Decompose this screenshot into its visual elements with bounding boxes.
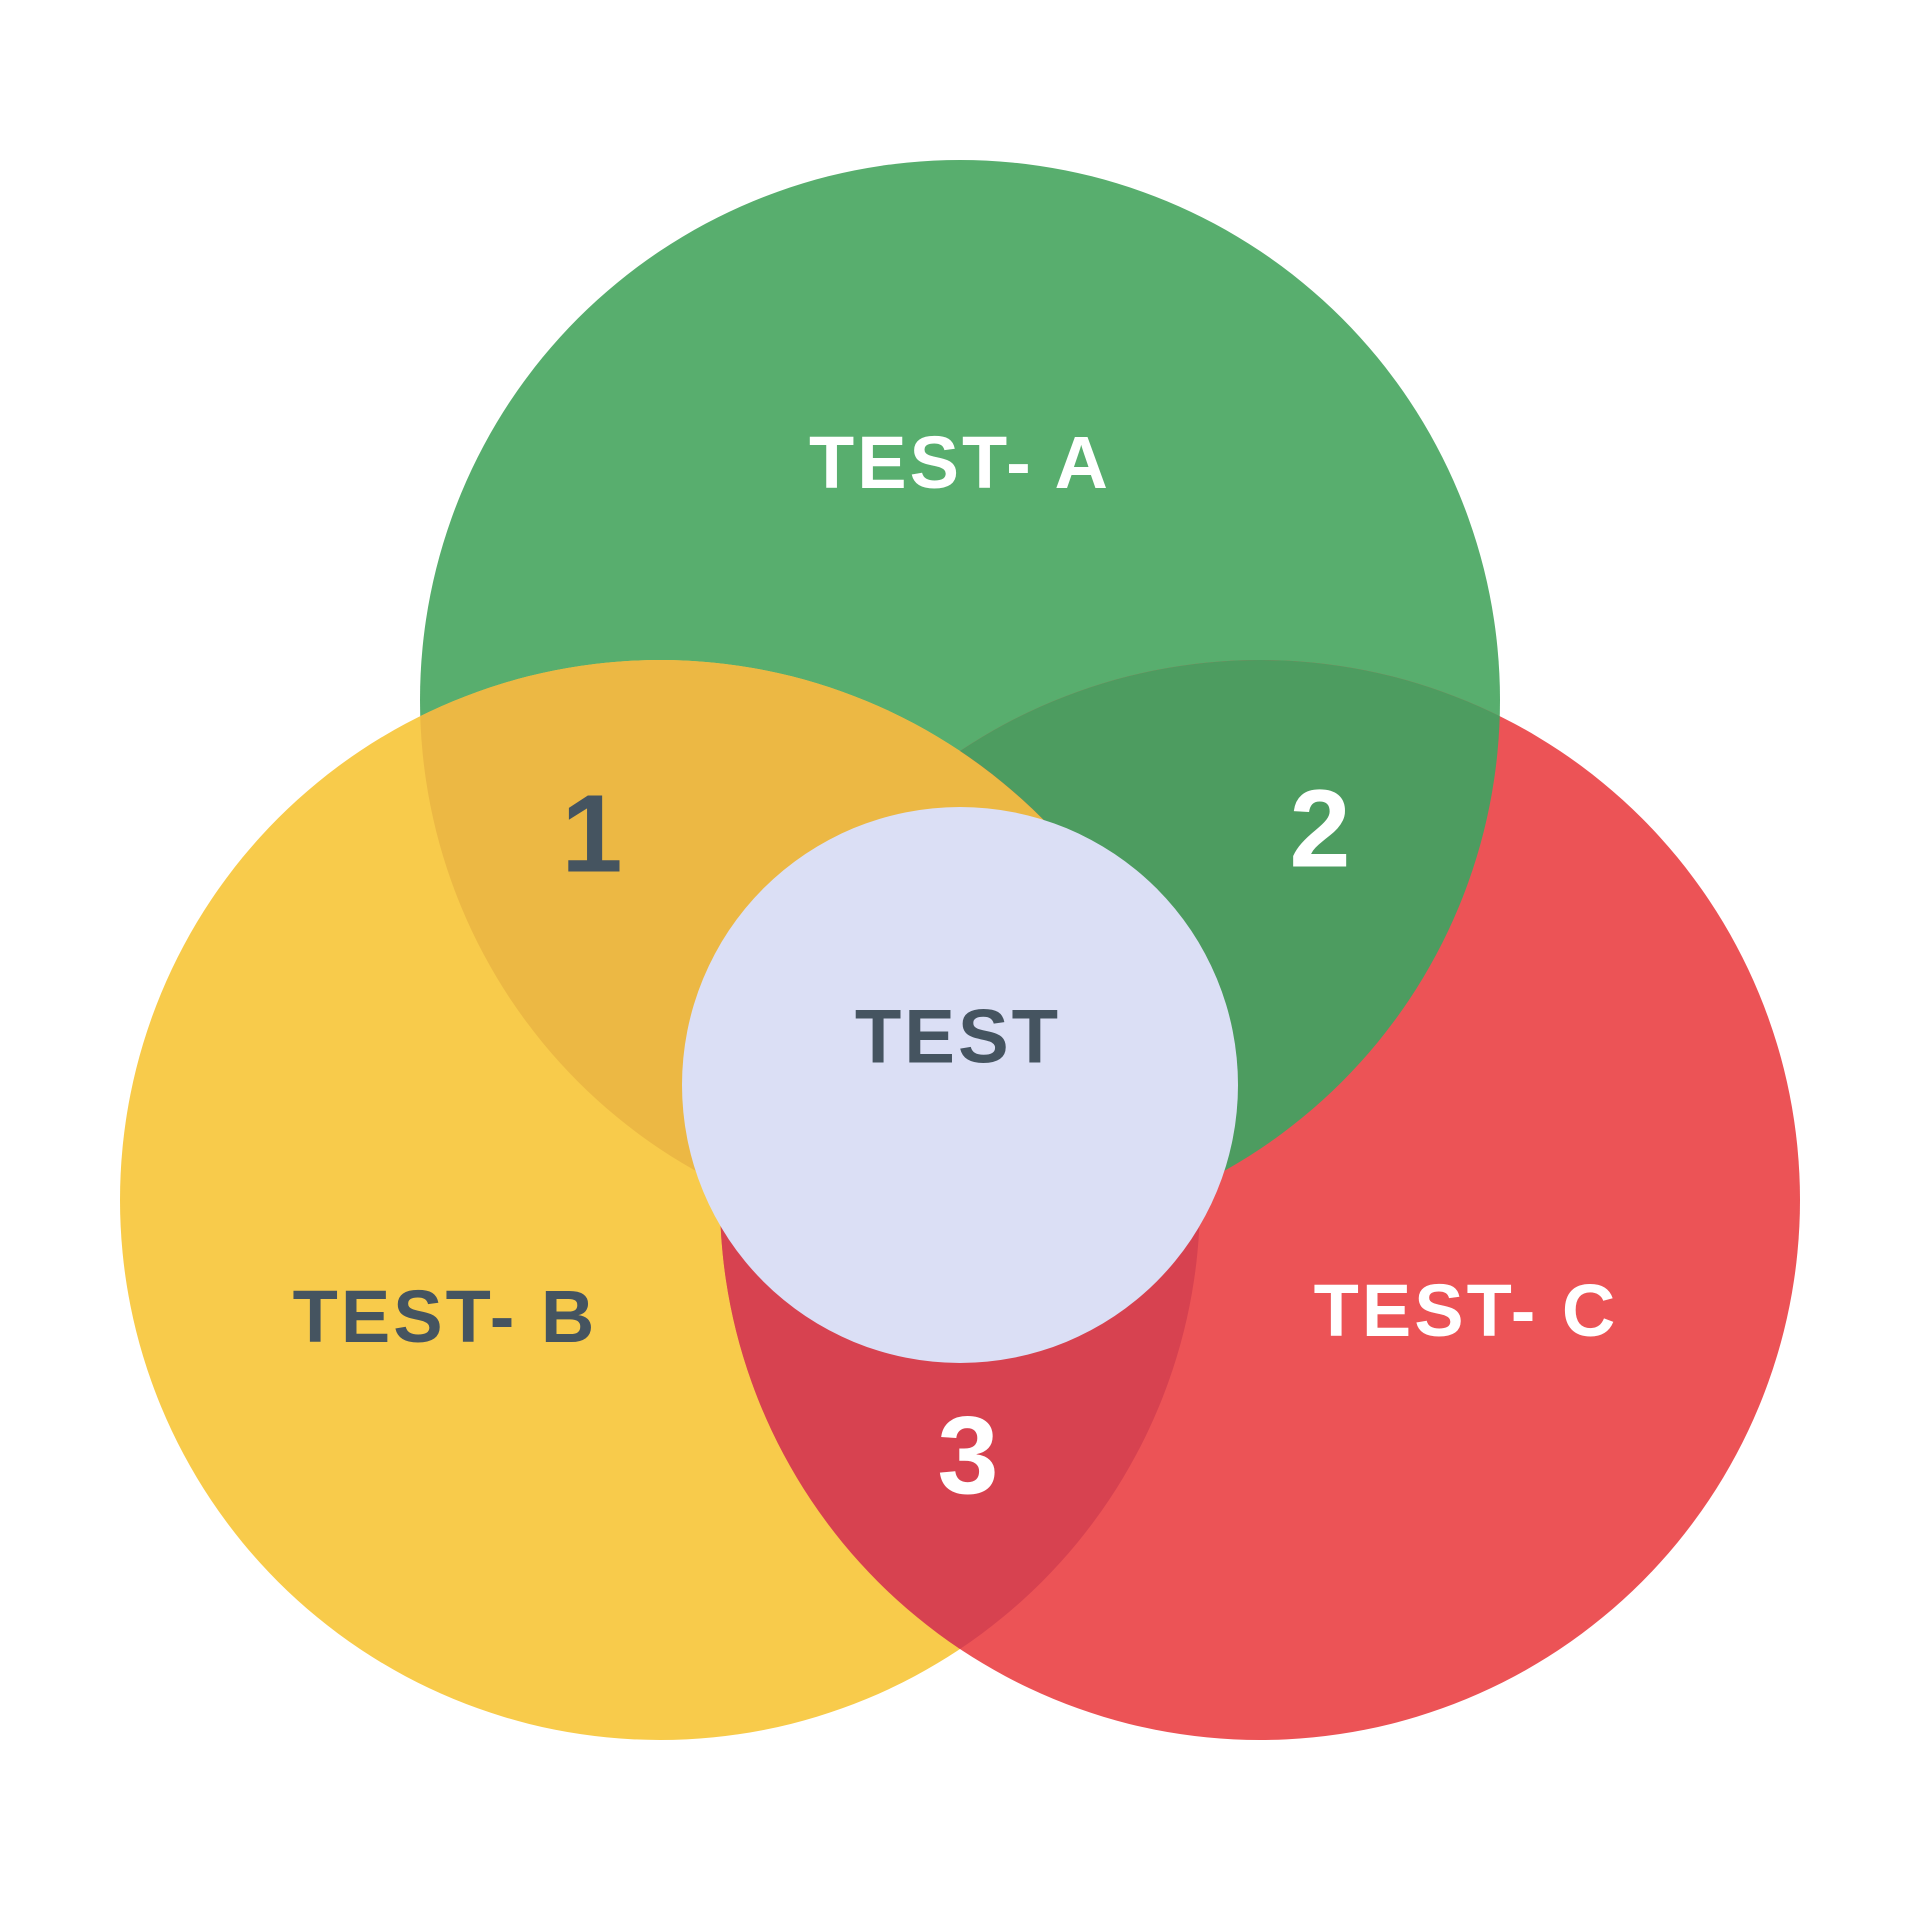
label-test-b: TEST- B <box>293 1275 598 1358</box>
intersection-number-1: 1 <box>561 773 622 896</box>
label-center-test: TEST <box>855 995 1061 1080</box>
label-test-c: TEST- C <box>1314 1269 1619 1352</box>
center-circle <box>682 807 1238 1363</box>
intersection-number-3: 3 <box>937 1395 998 1518</box>
intersection-number-2: 2 <box>1289 768 1350 891</box>
label-test-a: TEST- A <box>809 421 1111 504</box>
